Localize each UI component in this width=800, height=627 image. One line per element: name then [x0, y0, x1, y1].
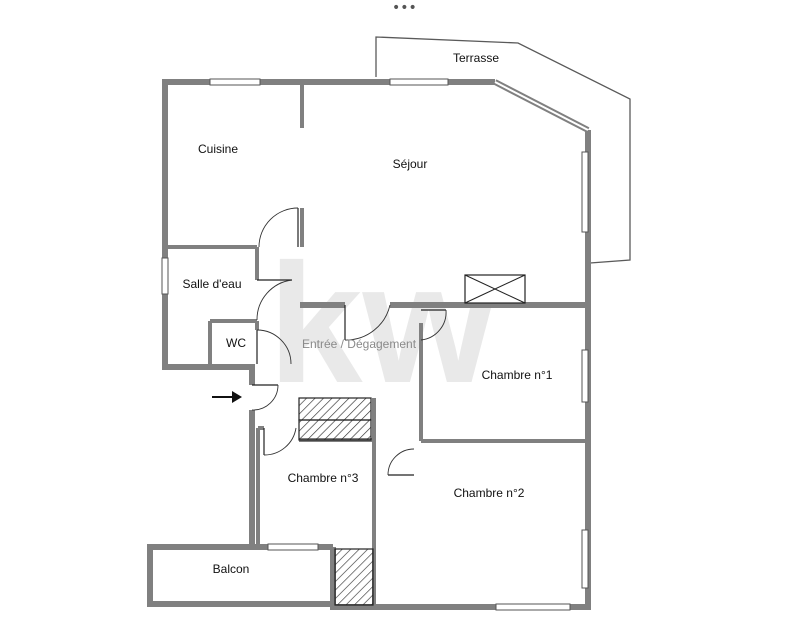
label-entree-degagement: Entrée / Dégagement	[302, 337, 417, 351]
fireplace-box	[464, 274, 526, 304]
bay-window-glass	[494, 81, 589, 131]
entrance-arrow-icon	[212, 391, 242, 403]
label-chambre-2: Chambre n°2	[454, 486, 525, 500]
label-cuisine: Cuisine	[198, 142, 238, 156]
interior-walls	[165, 82, 590, 607]
watermark-logo: kw	[268, 229, 496, 419]
label-chambre-1: Chambre n°1	[482, 368, 553, 382]
label-chambre-3: Chambre n°3	[288, 471, 359, 485]
label-balcon: Balcon	[213, 562, 250, 576]
label-wc: WC	[226, 336, 246, 350]
label-terrasse: Terrasse	[453, 51, 499, 65]
menu-dots-icon[interactable]: •••	[392, 0, 417, 16]
hatched-cabinets	[298, 397, 374, 606]
label-salle-deau: Salle d'eau	[182, 277, 241, 291]
label-sejour: Séjour	[393, 157, 428, 171]
windows	[161, 78, 589, 611]
terrace-outline	[375, 36, 631, 264]
doors	[251, 207, 447, 476]
